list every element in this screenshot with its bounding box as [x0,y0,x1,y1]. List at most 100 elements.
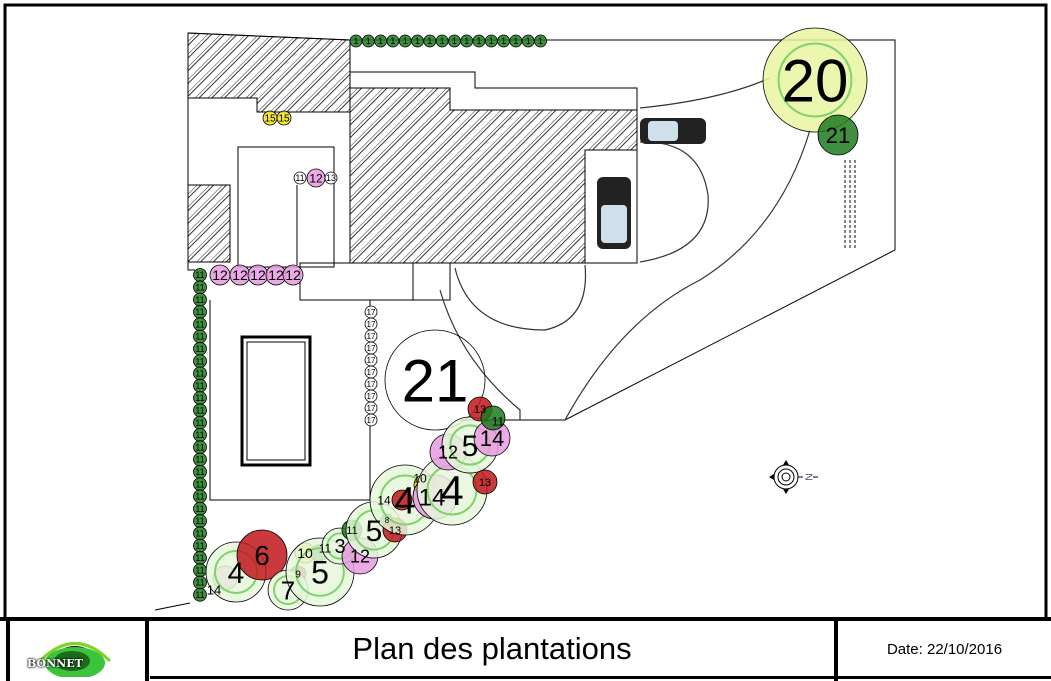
plant-label: 11 [195,553,204,563]
plant-label: 17 [367,380,376,389]
plant-label: 11 [195,319,204,329]
plant-label: 12 [212,267,228,283]
plant-label: 1 [538,36,543,46]
plant-label: 17 [367,344,376,353]
plant-label: 11 [346,525,357,537]
plant-label: 12 [232,267,248,283]
plant-label: 11 [195,356,204,366]
plant-canopy [324,171,338,185]
plant-label: 15 [278,114,290,125]
divider [838,676,1051,679]
plant-label: 11 [195,406,204,416]
plan-title: Plan des plantations [352,631,632,666]
plant-label: 9 [295,570,301,581]
plant-label: 10 [297,545,313,561]
plant-label: 11 [195,344,204,354]
plant-label: 11 [195,381,204,391]
plant-label: 11 [319,541,332,555]
plant-label: 12 [350,546,370,566]
plant-label: 13 [474,404,486,416]
plant-label: 11 [195,283,204,293]
plantings [193,27,868,611]
plant-label: 11 [195,393,204,403]
plant-label: 4 [228,557,245,590]
plant-label: 14 [419,485,446,512]
plant-label: 11 [195,307,204,317]
plant-label: 11 [295,173,304,183]
plant-label: 17 [367,332,376,341]
plant-label: 12 [285,267,301,283]
plant-label: 1 [403,36,408,46]
plant-canopy [236,529,288,581]
plant-label: 14 [377,493,391,507]
plant-label: 1 [427,36,432,46]
car-icon [640,118,706,144]
plant-label: 11 [195,590,204,600]
plant-foliage-ring [295,547,345,597]
plant-label: 12 [268,267,284,283]
plan-date: Date: 22/10/2016 [886,641,1003,658]
plant-label: 4 [440,467,463,514]
title-cell: Plan des plantations [150,621,838,681]
plant-label: 5 [311,555,329,591]
plant-label: 1 [390,36,395,46]
plant-foliage-ring [777,42,853,118]
plant-label: 14 [480,426,504,451]
plant-label: 11 [195,504,204,514]
plant-canopy [293,171,307,185]
plant-label: 1 [366,36,371,46]
compass-north-label: N [802,473,813,480]
company-logo: BONNET [6,621,149,681]
plant-label: 5 [366,515,383,548]
plant-label: 11 [195,479,204,489]
plant-label: 11 [492,414,505,428]
plant-canopy [384,329,486,431]
plant-label: 11 [195,565,204,575]
plant-label: 7 [281,575,295,605]
plant-label: 11 [195,492,204,502]
plant-label: 11 [195,295,204,305]
plant-label: 1 [513,36,518,46]
plant-label: 14 [207,583,221,598]
plant-label: 11 [195,442,204,452]
plant-label: 1 [452,36,457,46]
plant-canopy [364,413,378,427]
title-block: BONNET Plan des plantations Date: 22/10/… [0,617,1051,681]
plant-canopy [193,587,207,602]
plant-label: 13 [479,477,491,489]
building-hatched [187,32,638,264]
plant-label: 11 [195,578,204,588]
plant-label: 11 [195,369,204,379]
plant-canopy [276,110,292,126]
plant-label: 13 [326,173,336,183]
plant-label: 1 [476,36,481,46]
plant-canopy [480,405,506,431]
plant-label: 11 [195,529,204,539]
plant-label: 5 [462,430,479,463]
driveway [439,77,856,421]
plant-label: 12 [250,267,266,283]
plant-label: 13 [389,525,401,537]
plant-label: 17 [367,392,376,401]
plant-label: 12 [309,171,323,185]
plant-label: 15 [264,114,276,125]
plant-label: 1 [440,36,445,46]
plant-label: 8 [385,516,390,525]
plant-label: 11 [195,332,204,342]
plant-label: 17 [367,356,376,365]
plant-label: 12 [438,442,458,462]
sheet-border [3,3,1048,617]
date-cell: Date: 22/10/2016 [838,621,1051,681]
compass-north-arrow-icon: N [769,460,818,494]
plant-label: 1 [501,36,506,46]
plant-canopy [817,114,859,156]
plant-label: 6 [254,540,270,571]
plant-canopy [391,489,413,511]
plant-label: 11 [195,467,204,477]
logo-text: BONNET [27,657,83,670]
plant-canopy [282,264,304,286]
plant-label: 11 [195,430,204,440]
divider [150,676,834,679]
